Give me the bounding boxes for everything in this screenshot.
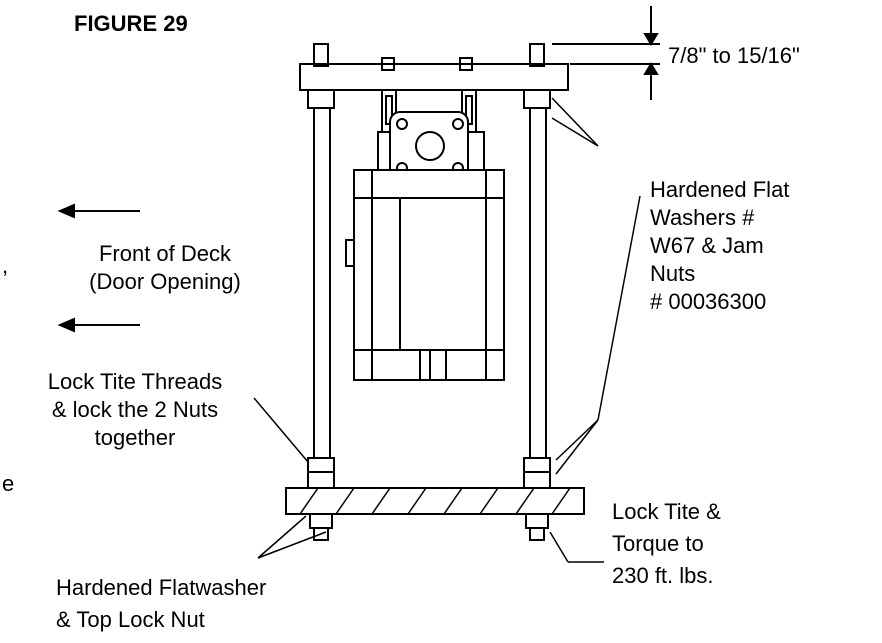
front-arrows	[57, 203, 140, 333]
washers-line-4: Nuts	[650, 261, 696, 286]
deck-plate	[285, 487, 585, 515]
gap-dimension-lines	[552, 6, 660, 100]
washers-line-3: W67 & Jam	[650, 233, 764, 258]
edge-fragment-e: e	[2, 471, 15, 496]
motor-body	[353, 169, 505, 381]
edge-fragment-comma: ,	[2, 253, 9, 278]
deck-hatching	[299, 487, 571, 515]
torque-line-3: 230 ft. lbs.	[612, 563, 714, 588]
flatwasher-callout: Hardened Flatwasher & Top Lock Nut	[56, 572, 266, 636]
left-lock-nut	[307, 471, 335, 489]
lock-threads-line-1: Lock Tite Threads	[47, 369, 223, 394]
lock-threads-line-2: & lock the 2 Nuts	[51, 397, 219, 422]
washers-line-2: Washers #	[650, 205, 755, 230]
right-jam-nut	[523, 457, 551, 473]
lock-threads-line-3: together	[94, 425, 176, 450]
left-stud-tip	[313, 43, 329, 67]
front-line-1: Front of Deck	[98, 241, 232, 266]
top-plate	[299, 63, 569, 91]
flatwasher-line-1: Hardened Flatwasher	[56, 575, 267, 600]
top-bolt-right	[459, 57, 473, 71]
washers-callout: Hardened Flat Washers # W67 & Jam Nuts #…	[650, 176, 789, 316]
figure-title: FIGURE 29	[74, 11, 188, 36]
left-bottom-nut	[309, 513, 333, 529]
washers-line-1: Hardened Flat	[650, 177, 790, 202]
right-lock-nut	[523, 471, 551, 489]
right-upper-nut	[523, 89, 551, 109]
washers-line-5: # 00036300	[650, 289, 767, 314]
right-bottom-nut	[525, 513, 549, 529]
top-bolt-left	[381, 57, 395, 71]
flatwasher-line-2: & Top Lock Nut	[56, 607, 205, 632]
leader-lines	[253, 97, 641, 563]
right-stud-tip	[529, 43, 545, 67]
torque-callout: Lock Tite & Torque to 230 ft. lbs.	[612, 496, 721, 592]
junction-box	[345, 239, 355, 267]
torque-line-1: Lock Tite &	[612, 499, 721, 524]
left-upper-nut	[307, 89, 335, 109]
torque-line-2: Torque to	[612, 531, 704, 556]
gap-dimension-label: 7/8" to 15/16"	[668, 43, 800, 68]
front-line-2: (Door Opening)	[89, 269, 241, 294]
lock-threads-callout: Lock Tite Threads & lock the 2 Nuts toge…	[4, 368, 266, 452]
front-of-deck-callout: Front of Deck (Door Opening)	[50, 240, 280, 296]
left-jam-nut	[307, 457, 335, 473]
